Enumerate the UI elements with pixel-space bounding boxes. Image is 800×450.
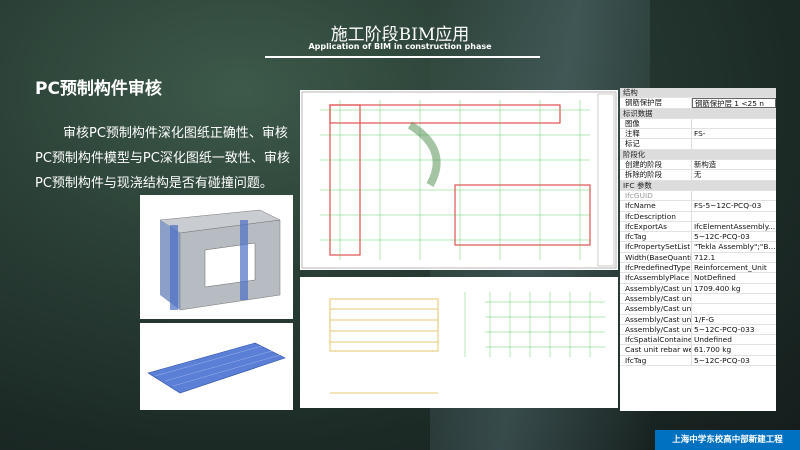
property-value[interactable]: 钢筋保护层 1 <25 n [692,98,776,108]
property-key: IfcAssemblyPlace [620,273,692,283]
property-key: 标记 [620,139,692,149]
property-value[interactable]: NotDefined [694,273,736,283]
property-row[interactable]: Cast unit rebar wei...61.700 kg [620,345,776,356]
property-key: Assembly/Cast uni... [620,283,692,293]
property-value[interactable]: FS- [694,129,706,139]
property-group-header[interactable]: 阶段化 [620,149,776,161]
property-key: Assembly/Cast uni... [620,314,692,324]
property-row[interactable]: 标记 [620,139,776,150]
property-group-header[interactable]: 结构 [620,88,776,99]
property-row[interactable]: 图像 [620,118,776,130]
property-key: IfcPropertySetList [620,242,692,252]
property-row[interactable]: Assembly/Cast uni... [620,293,776,305]
property-value[interactable]: Reinforcement_Unit [694,263,767,273]
footer-project-name: 上海中学东校高中部新建工程 [655,430,800,450]
property-key: IfcTag [620,232,692,242]
property-key: Assembly/Cast uni... [620,304,692,314]
property-key: IfcTag [620,355,692,366]
property-value[interactable] [692,294,776,303]
property-row[interactable]: Assembly/Cast uni...1/F-G [620,314,776,325]
property-key: 注释 [620,129,692,139]
pc-wall-model-image [140,195,293,319]
property-row[interactable]: IfcDescription [620,211,776,222]
property-value[interactable] [692,191,776,200]
property-key: 创建的阶段 [620,160,692,170]
property-value[interactable] [692,304,776,313]
property-key: IfcDescription [620,211,692,221]
property-row[interactable]: Assembly/Cast uni...1709.400 kg [620,283,776,294]
property-row[interactable]: Assembly/Cast uni... [620,304,776,315]
rebar-detail-drawing [300,277,618,408]
property-row[interactable]: IfcGUID [620,190,776,202]
property-key: 钢筋保护层 [620,98,692,108]
property-row[interactable]: IfcPropertySetList"Tekla Assembly";"B... [620,242,776,253]
title-divider [265,56,540,58]
property-key: Width(BaseQuantit... [620,252,692,263]
property-key: 拆除的阶段 [620,170,692,180]
property-value[interactable]: FS-5~12C-PCQ-03 [694,201,762,211]
property-value[interactable]: 无 [694,170,702,180]
property-value[interactable]: 5~12C-PCQ-03 [694,355,750,365]
property-key: 图像 [620,118,692,129]
page-title: 施工阶段BIM应用 [330,25,470,45]
property-value[interactable] [692,212,776,221]
floor-plan-drawing [300,90,618,270]
property-row[interactable]: 创建的阶段新构造 [620,160,776,171]
section-paragraph: 审核PC预制构件深化图纸正确性、审核PC预制构件模型与PC深化图纸一致性、审核P… [35,126,290,191]
section-heading: PC预制构件审核 [35,79,162,99]
property-value[interactable]: 5~12C-PCQ-03 [694,232,750,242]
property-value[interactable]: 712.1 [694,252,716,262]
property-value[interactable]: 5~12C-PCQ-033 [694,324,755,334]
property-row[interactable]: 拆除的阶段无 [620,170,776,181]
property-group-header[interactable]: IFC 参数 [620,180,776,191]
property-key: Assembly/Cast uni... [620,293,692,304]
property-key: IfcGUID [620,190,692,201]
property-value[interactable]: 1709.400 kg [694,283,741,293]
property-key: Assembly/Cast uni... [620,324,692,335]
property-value[interactable]: 61.700 kg [694,345,732,355]
property-key: IfcPredefinedType [620,263,692,273]
property-value[interactable]: Undefined [694,335,732,345]
property-row[interactable]: Assembly/Cast uni...5~12C-PCQ-033 [620,324,776,336]
property-value[interactable]: "Tekla Assembly";"B... [694,242,776,252]
page-subtitle: Application of BIM in construction phase [308,42,492,51]
property-value[interactable] [692,119,776,128]
property-key: IfcSpatialContainer [620,335,692,345]
property-value[interactable]: 新构造 [694,160,717,170]
property-key: Cast unit rebar wei... [620,345,692,355]
property-row[interactable]: Width(BaseQuantit...712.1 [620,252,776,264]
property-group-header[interactable]: 标识数据 [620,108,776,119]
property-key: IfcExportAs [620,221,692,232]
property-value[interactable]: IfcElementAssembly... [694,221,776,231]
property-key: IfcName [620,201,692,211]
rebar-cage-model-image [140,323,293,410]
property-row[interactable]: 钢筋保护层钢筋保护层 1 <25 n [620,98,776,109]
property-value[interactable] [692,139,776,148]
property-value[interactable]: 1/F-G [694,314,715,324]
